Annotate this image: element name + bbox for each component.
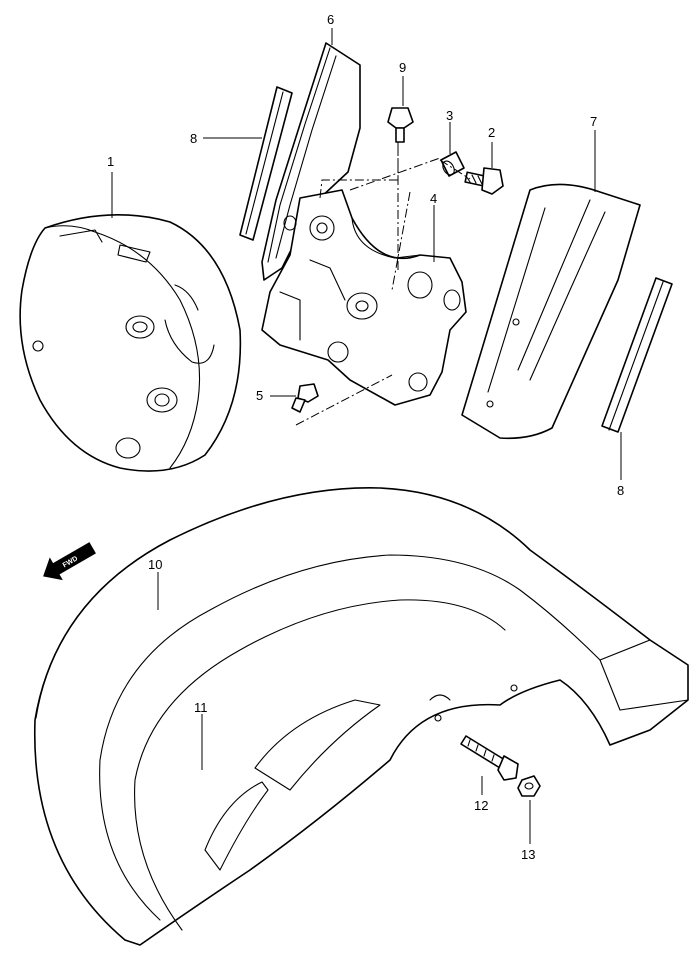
callout-13: 13 xyxy=(521,847,535,862)
part-9-screw[interactable] xyxy=(387,107,414,143)
callout-1: 1 xyxy=(107,154,114,169)
part-1-headlight-housing[interactable] xyxy=(19,213,242,472)
part-7-side-cover[interactable] xyxy=(461,183,641,440)
part-8-strip-left[interactable] xyxy=(239,86,293,241)
assembly-lines xyxy=(295,142,471,426)
callout-8-left: 8 xyxy=(190,131,197,146)
part-8-strip-right[interactable] xyxy=(601,277,673,433)
part-3-collar[interactable] xyxy=(440,151,465,177)
callout-3: 3 xyxy=(446,108,453,123)
callout-12: 12 xyxy=(474,798,488,813)
part-13-nut[interactable] xyxy=(517,775,541,797)
callout-labels: 1 2 3 4 5 6 7 8 8 9 10 11 12 13 xyxy=(107,12,624,862)
callout-7: 7 xyxy=(590,114,597,129)
callout-4: 4 xyxy=(430,191,437,206)
part-12-bolt[interactable] xyxy=(460,735,519,781)
callout-11: 11 xyxy=(194,700,208,715)
leader-lines xyxy=(111,28,622,844)
part-10-front-fender[interactable] xyxy=(33,487,689,946)
callout-8-right: 8 xyxy=(617,483,624,498)
callout-10: 10 xyxy=(148,557,162,572)
part-5-screw[interactable] xyxy=(291,383,319,413)
part-4-headlight-bracket[interactable] xyxy=(261,189,467,406)
callout-5: 5 xyxy=(256,388,263,403)
part-2-bolt[interactable] xyxy=(464,167,504,195)
callout-6: 6 xyxy=(327,12,334,27)
callout-9: 9 xyxy=(399,60,406,75)
fwd-arrow-icon: FWD xyxy=(43,542,96,581)
callout-2: 2 xyxy=(488,125,495,140)
